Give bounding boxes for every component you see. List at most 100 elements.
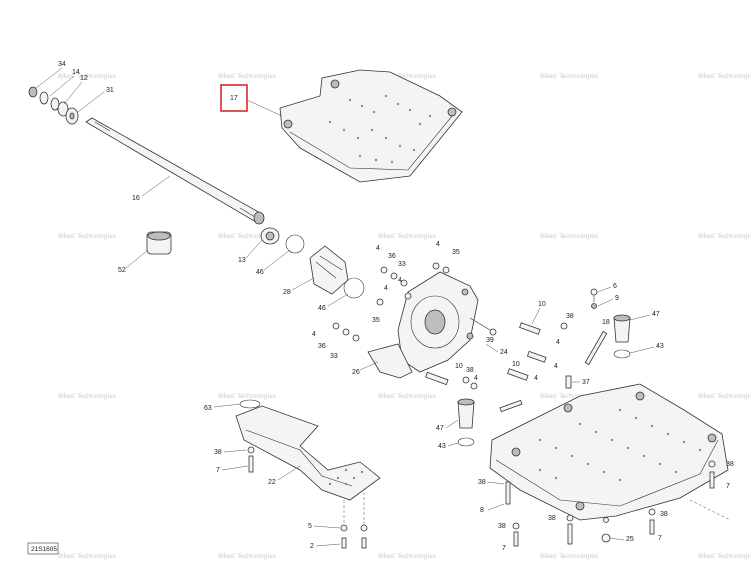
part-7-bolt-f[interactable] [649, 519, 655, 535]
callout-9[interactable]: 9 [615, 295, 619, 302]
part-7-bolt-e[interactable] [567, 523, 573, 545]
part-38-washer-e[interactable] [512, 522, 520, 530]
callout-5[interactable]: 5 [308, 523, 312, 530]
part-28-boot[interactable] [309, 245, 349, 295]
part-4-nut-h[interactable] [470, 382, 478, 390]
part-12-ring[interactable] [57, 101, 69, 117]
part-16-drive-shaft[interactable] [85, 117, 263, 223]
callout-36[interactable]: 36 [388, 253, 396, 260]
small-shim[interactable] [499, 399, 523, 413]
callout-18[interactable]: 18 [602, 319, 610, 326]
callout-52[interactable]: 52 [118, 267, 126, 274]
part-38-washer-f[interactable] [566, 514, 574, 522]
part-2-bolt-b[interactable] [361, 537, 367, 549]
part-37-pin[interactable] [565, 375, 572, 389]
callout-4-c[interactable]: 4 [398, 277, 402, 284]
callout-7[interactable]: 7 [216, 467, 220, 474]
callout-24[interactable]: 24 [500, 349, 508, 356]
callout-10[interactable]: 10 [538, 301, 546, 308]
part-10-bolt[interactable] [519, 322, 541, 335]
part-4-nut-c[interactable] [404, 292, 412, 300]
callout-38-d[interactable]: 38 [478, 479, 486, 486]
callout-8[interactable]: 8 [480, 507, 484, 514]
callout-28[interactable]: 28 [283, 289, 291, 296]
callout-35-b[interactable]: 35 [372, 317, 380, 324]
part-38-bolt-head[interactable] [560, 322, 568, 330]
part-9-washer[interactable] [591, 303, 597, 309]
callout-14[interactable]: 14 [72, 69, 80, 76]
callout-38-h[interactable]: 38 [726, 461, 734, 468]
part-14-washer[interactable] [39, 91, 49, 105]
callout-38-b[interactable]: 38 [466, 367, 474, 374]
callout-26[interactable]: 26 [352, 369, 360, 376]
callout-46[interactable]: 46 [256, 269, 264, 276]
callout-37[interactable]: 37 [582, 379, 590, 386]
part-38-washer-c[interactable] [247, 446, 255, 454]
callout-4-e[interactable]: 4 [312, 331, 316, 338]
callout-25[interactable]: 25 [626, 536, 634, 543]
callout-34[interactable]: 34 [58, 61, 66, 68]
callout-6[interactable]: 6 [613, 283, 617, 290]
part-5-washer-b[interactable] [360, 524, 368, 532]
part-46-clamp[interactable] [285, 234, 305, 254]
callout-33[interactable]: 33 [398, 261, 406, 268]
callout-4[interactable]: 4 [376, 245, 380, 252]
callout-38-e[interactable]: 38 [498, 523, 506, 530]
callout-38-f[interactable]: 38 [548, 515, 556, 522]
part-14-washer-b[interactable] [50, 97, 60, 111]
part-5-washer[interactable] [340, 524, 348, 532]
callout-47[interactable]: 47 [652, 311, 660, 318]
part-1-bolt[interactable] [603, 517, 609, 523]
callout-31[interactable]: 31 [106, 87, 114, 94]
callout-10-c[interactable]: 10 [455, 363, 463, 370]
callout-38-c[interactable]: 38 [214, 449, 222, 456]
part-25-washer[interactable] [601, 533, 611, 543]
callout-43[interactable]: 43 [656, 343, 664, 350]
part-63-oring[interactable] [239, 399, 261, 409]
part-38-washer-h[interactable] [708, 460, 716, 468]
part-2-bolt[interactable] [341, 537, 347, 549]
callout-46-b[interactable]: 46 [318, 305, 326, 312]
part-43-oring-b[interactable] [457, 437, 475, 447]
part-7-bolt-b[interactable] [507, 368, 529, 381]
callout-39[interactable]: 39 [486, 337, 494, 344]
callout-2[interactable]: 2 [310, 543, 314, 550]
part-6-bolt[interactable] [590, 288, 598, 296]
callout-7-d[interactable]: 7 [726, 483, 730, 490]
part-18-rod[interactable] [584, 330, 608, 366]
callout-7-b[interactable]: 7 [502, 545, 506, 552]
part-46-clamp-b[interactable] [343, 277, 365, 299]
part-47-fitting[interactable] [613, 317, 631, 343]
callout-63[interactable]: 63 [204, 405, 212, 412]
part-36-washer-b[interactable] [342, 328, 350, 336]
callout-38-g[interactable]: 38 [660, 511, 668, 518]
callout-4-f[interactable]: 4 [556, 339, 560, 346]
callout-22[interactable]: 22 [268, 479, 276, 486]
part-10-bolt-b[interactable] [526, 350, 547, 363]
callout-35[interactable]: 35 [452, 249, 460, 256]
part-8-stud[interactable] [505, 481, 511, 505]
callout-38[interactable]: 38 [566, 313, 574, 320]
part-43-oring[interactable] [613, 349, 631, 359]
part-33-washer[interactable] [400, 279, 408, 287]
lower-plate[interactable] [489, 383, 729, 521]
part-17-plate[interactable] [279, 69, 463, 183]
callout-7-c[interactable]: 7 [658, 535, 662, 542]
callout-43-b[interactable]: 43 [438, 443, 446, 450]
callout-4-b[interactable]: 4 [436, 241, 440, 248]
callout-33-b[interactable]: 33 [330, 353, 338, 360]
callout-16[interactable]: 16 [132, 195, 140, 202]
part-36-washer[interactable] [390, 272, 398, 280]
callout-13[interactable]: 13 [238, 257, 246, 264]
part-39-fitting[interactable] [489, 328, 497, 336]
part-4-nut-b[interactable] [432, 262, 440, 270]
part-38-washer-g[interactable] [648, 508, 656, 516]
callout-47-b[interactable]: 47 [436, 425, 444, 432]
part-7-bolt-c[interactable] [248, 455, 254, 473]
part-38-washer[interactable] [462, 376, 470, 384]
part-4-nut[interactable] [380, 266, 388, 274]
callout-4-d[interactable]: 4 [384, 285, 388, 292]
part-34-nut[interactable] [28, 86, 38, 98]
part-33-washer-b[interactable] [352, 334, 360, 342]
callout-4-g[interactable]: 4 [554, 363, 558, 370]
